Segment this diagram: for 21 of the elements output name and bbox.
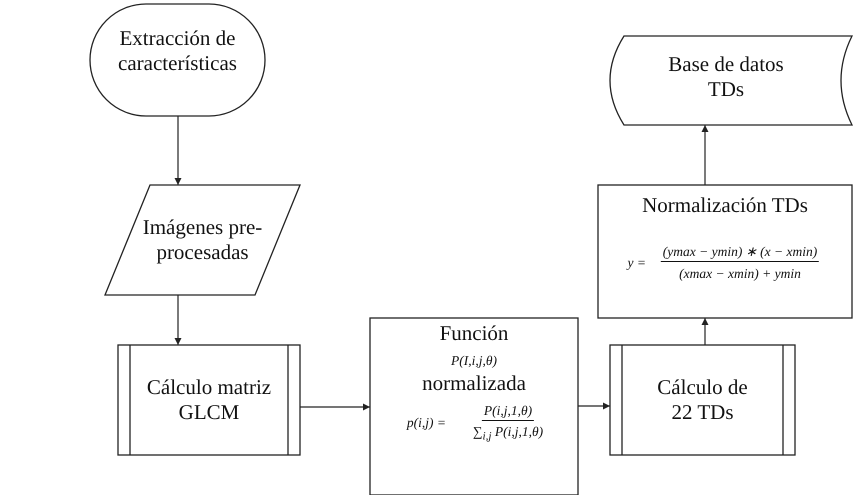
arrow: [300, 404, 370, 410]
arrow: [702, 318, 708, 345]
arrow: [702, 125, 708, 185]
node-label: normalizada: [421, 371, 527, 396]
fraction-denominator: (xmax − xmin) + ymin: [679, 267, 801, 282]
arrow: [578, 402, 610, 410]
node-label: Base de datos TDs: [667, 52, 785, 102]
fraction-denominator: ∑$_{i,j}$ P(i,j,1,θ): [472, 425, 544, 444]
node-label: Extracción de características: [117, 26, 238, 76]
formula-text: P(I,i,j,θ): [451, 354, 497, 369]
node-label: Normalización TDs: [641, 193, 809, 218]
arrow: [174, 295, 182, 345]
node-label: Imágenes pre-procesadas: [142, 215, 264, 266]
node-label: Cálculo de 22 TDs: [656, 375, 749, 426]
fraction-numerator: P(i,j,1,θ): [482, 404, 534, 421]
arrow: [174, 116, 182, 185]
node-label: Función: [438, 321, 510, 346]
formula-text: y =: [628, 256, 646, 271]
fraction-numerator: (ymax − ymin) ∗ (x − xmin): [660, 245, 820, 262]
node-label: Cálculo matriz GLCM: [146, 375, 272, 426]
formula-text: p(i,j) =: [406, 416, 446, 431]
